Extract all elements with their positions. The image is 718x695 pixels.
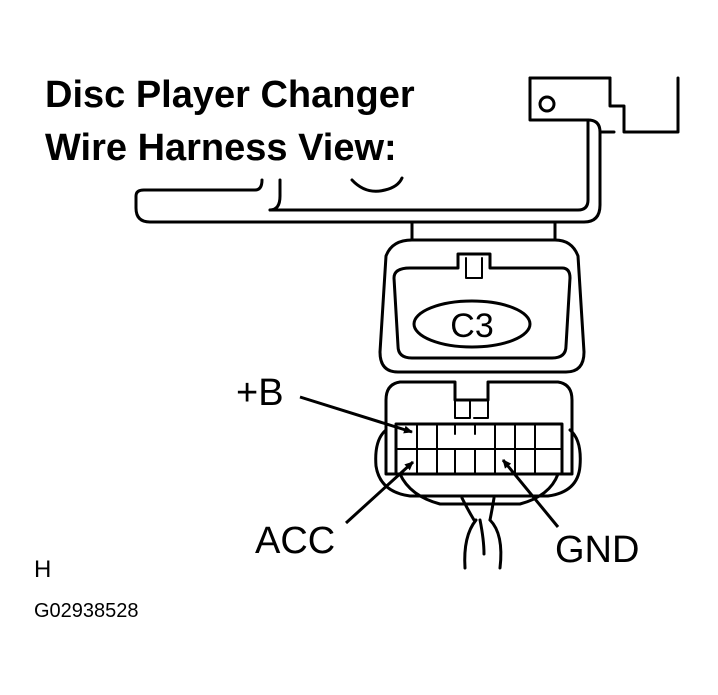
gnd-leader-line <box>501 459 560 528</box>
wire-bundle <box>460 496 503 570</box>
pin-label-plus-b: +B <box>236 372 284 414</box>
plus-b-leader-line <box>299 395 413 434</box>
pin-label-acc: ACC <box>255 520 335 562</box>
harness-plug <box>374 380 582 506</box>
mounting-hole-icon <box>538 95 556 113</box>
connector-label-oval <box>412 299 532 349</box>
connector-c3: C3 <box>378 220 586 374</box>
connector-label: C3 <box>450 307 493 345</box>
acc-leader-line <box>344 460 415 525</box>
view-letter: H <box>34 556 51 583</box>
diagram-title-line-1: Disc Player Changer <box>45 74 415 116</box>
pin-label-gnd: GND <box>555 529 639 571</box>
diagram-title-line-2: Wire Harness View: <box>45 127 397 169</box>
figure-code: G02938528 <box>34 600 139 622</box>
changer-bracket <box>134 76 680 224</box>
